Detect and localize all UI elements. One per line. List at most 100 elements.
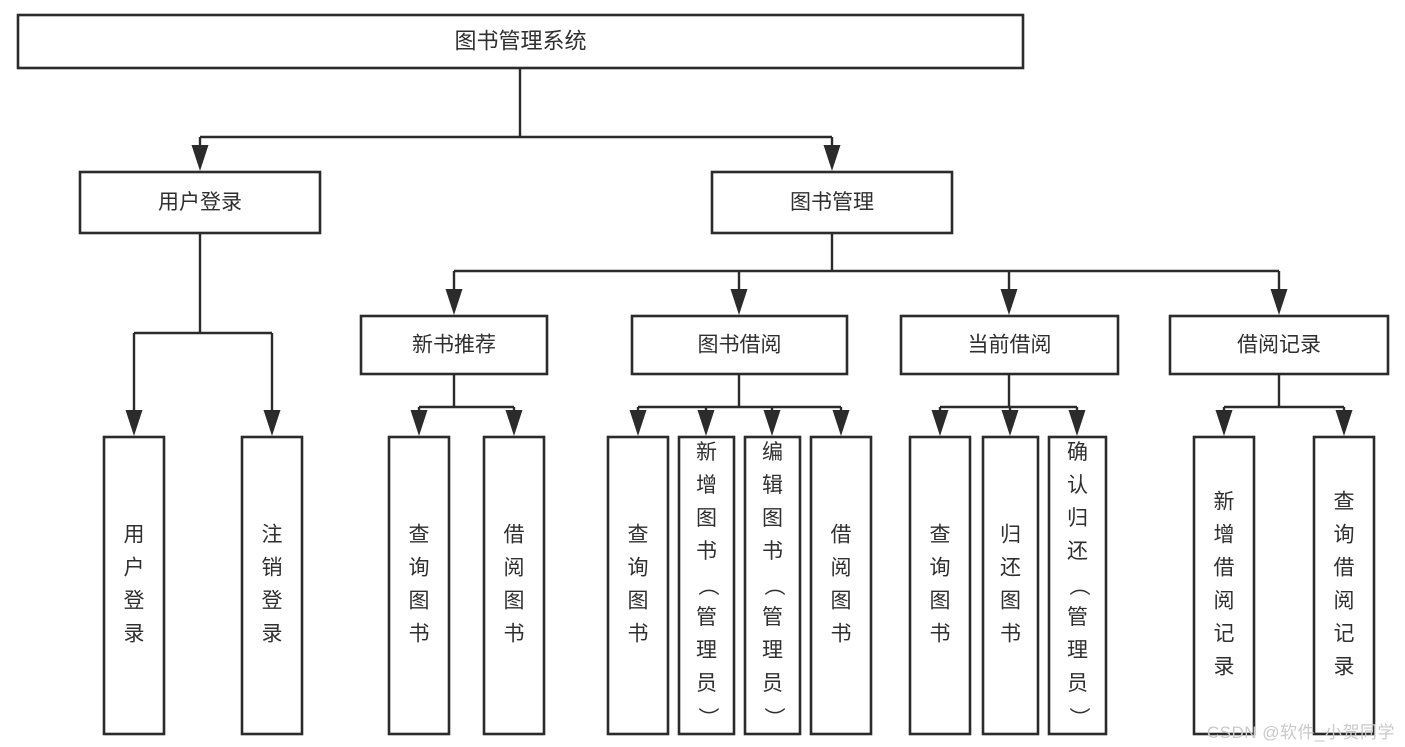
node-leaf-user-login[interactable]: 用户登录	[102, 435, 166, 736]
svg-text:录: 录	[1214, 656, 1235, 679]
svg-text:图: 图	[628, 590, 649, 613]
svg-text:图: 图	[696, 507, 717, 530]
node-box-root[interactable]	[16, 13, 1025, 70]
node-box-leaf-confirm-return[interactable]	[1047, 435, 1108, 736]
node-box-current-borrow[interactable]	[899, 314, 1120, 376]
svg-text:阅: 阅	[1334, 590, 1355, 613]
node-book-borrow[interactable]: 图书借阅	[630, 314, 849, 376]
svg-text:）: ）	[696, 707, 719, 728]
node-box-book-borrow[interactable]	[630, 314, 849, 376]
node-root[interactable]: 图书管理系统	[16, 13, 1025, 70]
svg-text:还: 还	[1000, 557, 1021, 580]
svg-text:理: 理	[762, 639, 783, 662]
svg-text:阅: 阅	[831, 557, 852, 580]
node-box-leaf-edit-book[interactable]	[743, 435, 802, 736]
node-user-login[interactable]: 用户登录	[78, 170, 322, 235]
node-current-borrow[interactable]: 当前借阅	[899, 314, 1120, 376]
node-box-borrow-record[interactable]	[1168, 314, 1390, 376]
svg-text:图: 图	[762, 507, 783, 530]
node-label-book-borrow: 图书借阅	[698, 334, 782, 357]
svg-text:录: 录	[262, 623, 283, 646]
svg-text:管: 管	[762, 606, 783, 629]
svg-text:新: 新	[1214, 491, 1235, 514]
svg-text:查: 查	[930, 524, 951, 547]
svg-text:辑: 辑	[762, 474, 783, 497]
node-label-new-book-rec: 新书推荐	[412, 334, 496, 357]
svg-text:理: 理	[696, 639, 717, 662]
svg-text:书: 书	[504, 623, 525, 646]
svg-text:借: 借	[1334, 557, 1355, 580]
svg-text:（: （	[696, 575, 719, 596]
svg-text:登: 登	[124, 590, 145, 613]
node-box-leaf-return-book[interactable]	[981, 435, 1040, 736]
svg-text:）: ）	[1067, 707, 1090, 728]
svg-text:（: （	[1067, 575, 1090, 596]
connector-book-manage-bus	[445, 233, 1288, 315]
svg-text:编: 编	[762, 441, 783, 464]
node-box-leaf-borrow-book-1[interactable]	[482, 435, 546, 736]
node-box-leaf-logout[interactable]	[240, 435, 304, 736]
node-box-leaf-query-book-3[interactable]	[908, 435, 972, 736]
svg-text:询: 询	[1334, 524, 1355, 547]
svg-text:归: 归	[1000, 524, 1021, 547]
node-box-leaf-query-record[interactable]	[1312, 435, 1376, 736]
svg-text:用: 用	[124, 524, 145, 547]
svg-text:阅: 阅	[1214, 590, 1235, 613]
node-box-new-book-rec[interactable]	[359, 314, 549, 376]
svg-text:询: 询	[628, 557, 649, 580]
svg-text:认: 认	[1067, 474, 1088, 497]
node-label-leaf-user-login: 用户登录	[124, 524, 145, 646]
svg-text:查: 查	[409, 524, 430, 547]
svg-text:确: 确	[1067, 441, 1088, 464]
svg-text:员: 员	[696, 672, 717, 695]
connector-new-book-bus	[410, 374, 523, 436]
svg-text:图: 图	[930, 590, 951, 613]
svg-text:书: 书	[930, 623, 951, 646]
node-borrow-record[interactable]: 借阅记录	[1168, 314, 1390, 376]
node-box-leaf-query-book-2[interactable]	[606, 435, 670, 736]
svg-text:记: 记	[1334, 623, 1355, 646]
node-box-leaf-add-book[interactable]	[677, 435, 736, 736]
svg-text:借: 借	[1214, 557, 1235, 580]
node-box-leaf-query-book-1[interactable]	[387, 435, 451, 736]
connector-borrow-record-bus	[1215, 374, 1353, 436]
svg-text:图: 图	[1000, 590, 1021, 613]
svg-text:借: 借	[831, 524, 852, 547]
svg-text:户: 户	[124, 557, 145, 580]
connector-root-bus	[191, 68, 841, 171]
node-box-user-login[interactable]	[78, 170, 322, 235]
svg-text:销: 销	[262, 557, 283, 580]
node-box-book-manage[interactable]	[710, 170, 954, 235]
node-box-leaf-borrow-book-2[interactable]	[809, 435, 873, 736]
node-box-leaf-add-record[interactable]	[1192, 435, 1256, 736]
node-new-book-rec[interactable]: 新书推荐	[359, 314, 549, 376]
node-box-leaf-user-login[interactable]	[102, 435, 166, 736]
svg-text:书: 书	[696, 540, 717, 563]
node-label-book-manage: 图书管理	[790, 191, 874, 214]
connector-user-login-bus	[125, 233, 281, 436]
svg-text:归: 归	[1067, 507, 1088, 530]
node-book-manage[interactable]: 图书管理	[710, 170, 954, 235]
svg-text:管: 管	[696, 606, 717, 629]
svg-text:查: 查	[1334, 491, 1355, 514]
